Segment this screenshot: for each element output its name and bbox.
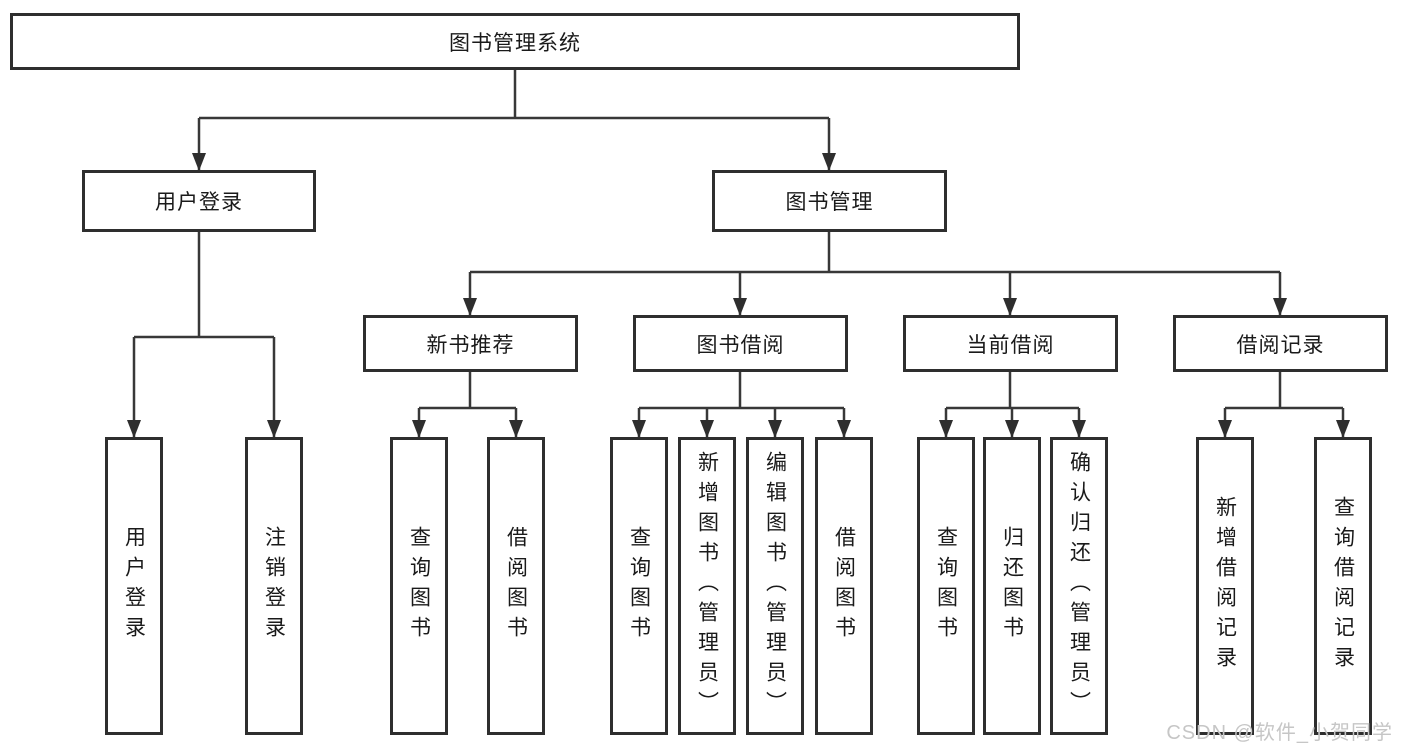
node-book-borrowing-label: 图书借阅 — [696, 333, 785, 357]
leaf-records-add-borrow-record-label: 新增借阅记录 — [1213, 496, 1237, 676]
leaf-borrowing-query-books: 查询图书 — [610, 437, 668, 735]
node-current-borrowing-label: 当前借阅 — [966, 333, 1055, 357]
leaf-recommend-query-books-label: 查询图书 — [407, 526, 431, 646]
node-book-borrowing: 图书借阅 — [633, 315, 848, 372]
leaf-records-query-borrow-record-label: 查询借阅记录 — [1331, 496, 1355, 676]
leaf-current-query-books-label: 查询图书 — [934, 526, 958, 646]
node-user-login-label: 用户登录 — [155, 191, 243, 214]
leaf-borrowing-edit-books-admin-label: 编辑图书（管理员） — [763, 451, 787, 721]
leaf-recommend-borrow-books-label: 借阅图书 — [504, 526, 528, 646]
leaf-recommend-query-books: 查询图书 — [390, 437, 448, 735]
leaf-records-add-borrow-record: 新增借阅记录 — [1196, 437, 1254, 735]
leaf-current-query-books: 查询图书 — [917, 437, 975, 735]
leaf-logout: 注销登录 — [245, 437, 303, 735]
leaf-current-confirm-return-admin-label: 确认归还（管理员） — [1067, 451, 1091, 721]
leaf-borrowing-borrow-books-label: 借阅图书 — [832, 526, 856, 646]
node-library-management-system-label: 图书管理系统 — [449, 31, 581, 55]
csdn-watermark: CSDN @软件_小贺同学 — [1166, 722, 1393, 744]
leaf-current-return-books: 归还图书 — [983, 437, 1041, 735]
node-borrowing-records: 借阅记录 — [1173, 315, 1388, 372]
node-book-management-label: 图书管理 — [785, 191, 874, 214]
leaf-borrowing-edit-books-admin: 编辑图书（管理员） — [746, 437, 804, 735]
leaf-borrowing-add-books-admin-label: 新增图书（管理员） — [695, 451, 719, 721]
leaf-user-login-label: 用户登录 — [122, 526, 146, 646]
node-user-login: 用户登录 — [82, 170, 316, 232]
node-new-book-recommendation: 新书推荐 — [363, 315, 578, 372]
node-book-management: 图书管理 — [712, 170, 947, 232]
leaf-current-confirm-return-admin: 确认归还（管理员） — [1050, 437, 1108, 735]
node-library-management-system: 图书管理系统 — [10, 13, 1020, 70]
node-borrowing-records-label: 借阅记录 — [1236, 333, 1325, 357]
leaf-records-query-borrow-record: 查询借阅记录 — [1314, 437, 1372, 735]
node-new-book-recommendation-label: 新书推荐 — [426, 333, 515, 357]
leaf-recommend-borrow-books: 借阅图书 — [487, 437, 545, 735]
leaf-borrowing-query-books-label: 查询图书 — [627, 526, 651, 646]
leaf-user-login: 用户登录 — [105, 437, 163, 735]
leaf-borrowing-borrow-books: 借阅图书 — [815, 437, 873, 735]
leaf-borrowing-add-books-admin: 新增图书（管理员） — [678, 437, 736, 735]
node-current-borrowing: 当前借阅 — [903, 315, 1118, 372]
leaf-current-return-books-label: 归还图书 — [1000, 526, 1024, 646]
leaf-logout-label: 注销登录 — [262, 526, 286, 646]
